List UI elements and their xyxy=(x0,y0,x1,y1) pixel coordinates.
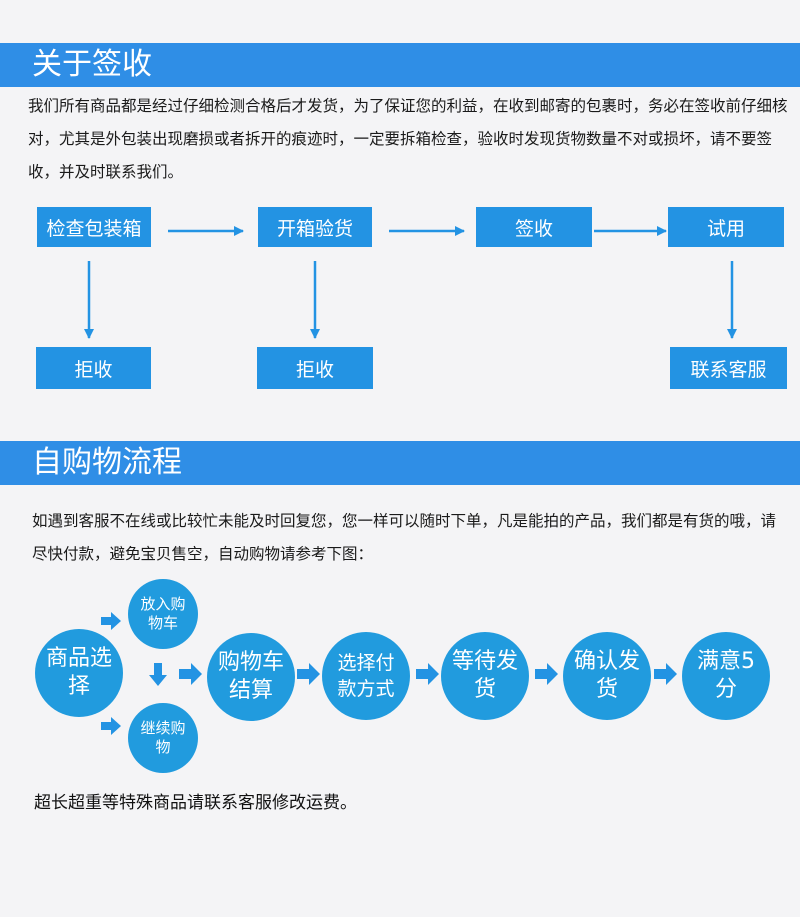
section-header-self-purchase: 自购物流程 xyxy=(0,441,800,485)
node-product-select: 商品选择 xyxy=(35,629,123,717)
shipping-note: 超长超重等特殊商品请联系客服修改运费。 xyxy=(34,793,357,813)
node-wait-shipping: 等待发货 xyxy=(441,632,529,720)
outcome-reject-2: 拒收 xyxy=(257,347,373,389)
node-confirm-delivery: 确认发货 xyxy=(563,632,651,720)
arrow-to-add-cart xyxy=(101,612,121,630)
node-continue-shopping: 继续购物 xyxy=(128,703,198,773)
step-open-inspect: 开箱验货 xyxy=(258,207,372,247)
arrow-to-continue xyxy=(101,717,121,735)
node-rating: 满意5分 xyxy=(682,632,770,720)
step-trial: 试用 xyxy=(668,207,784,247)
arrow-to-rating xyxy=(654,663,677,685)
node-cart-checkout: 购物车结算 xyxy=(207,633,295,721)
outcome-reject-1: 拒收 xyxy=(36,347,151,389)
arrow-to-checkout xyxy=(179,663,202,685)
arrow-to-payment xyxy=(297,663,320,685)
arrow-to-wait xyxy=(416,663,439,685)
arrow-down-cart xyxy=(149,663,167,686)
arrow-to-confirm xyxy=(535,663,558,685)
signing-paragraph: 我们所有商品都是经过仔细检测合格后才发货，为了保证您的利益，在收到邮寄的包裹时，… xyxy=(28,97,788,181)
step-sign: 签收 xyxy=(476,207,592,247)
self-purchase-paragraph: 如遇到客服不在线或比较忙未能及时回复您，您一样可以随时下单，凡是能拍的产品，我们… xyxy=(32,512,777,563)
node-add-to-cart: 放入购物车 xyxy=(128,579,198,649)
outcome-contact-service: 联系客服 xyxy=(670,347,787,389)
node-select-payment: 选择付款方式 xyxy=(322,632,410,720)
step-check-package: 检查包装箱 xyxy=(37,207,151,247)
section-header-signing: 关于签收 xyxy=(0,43,800,87)
